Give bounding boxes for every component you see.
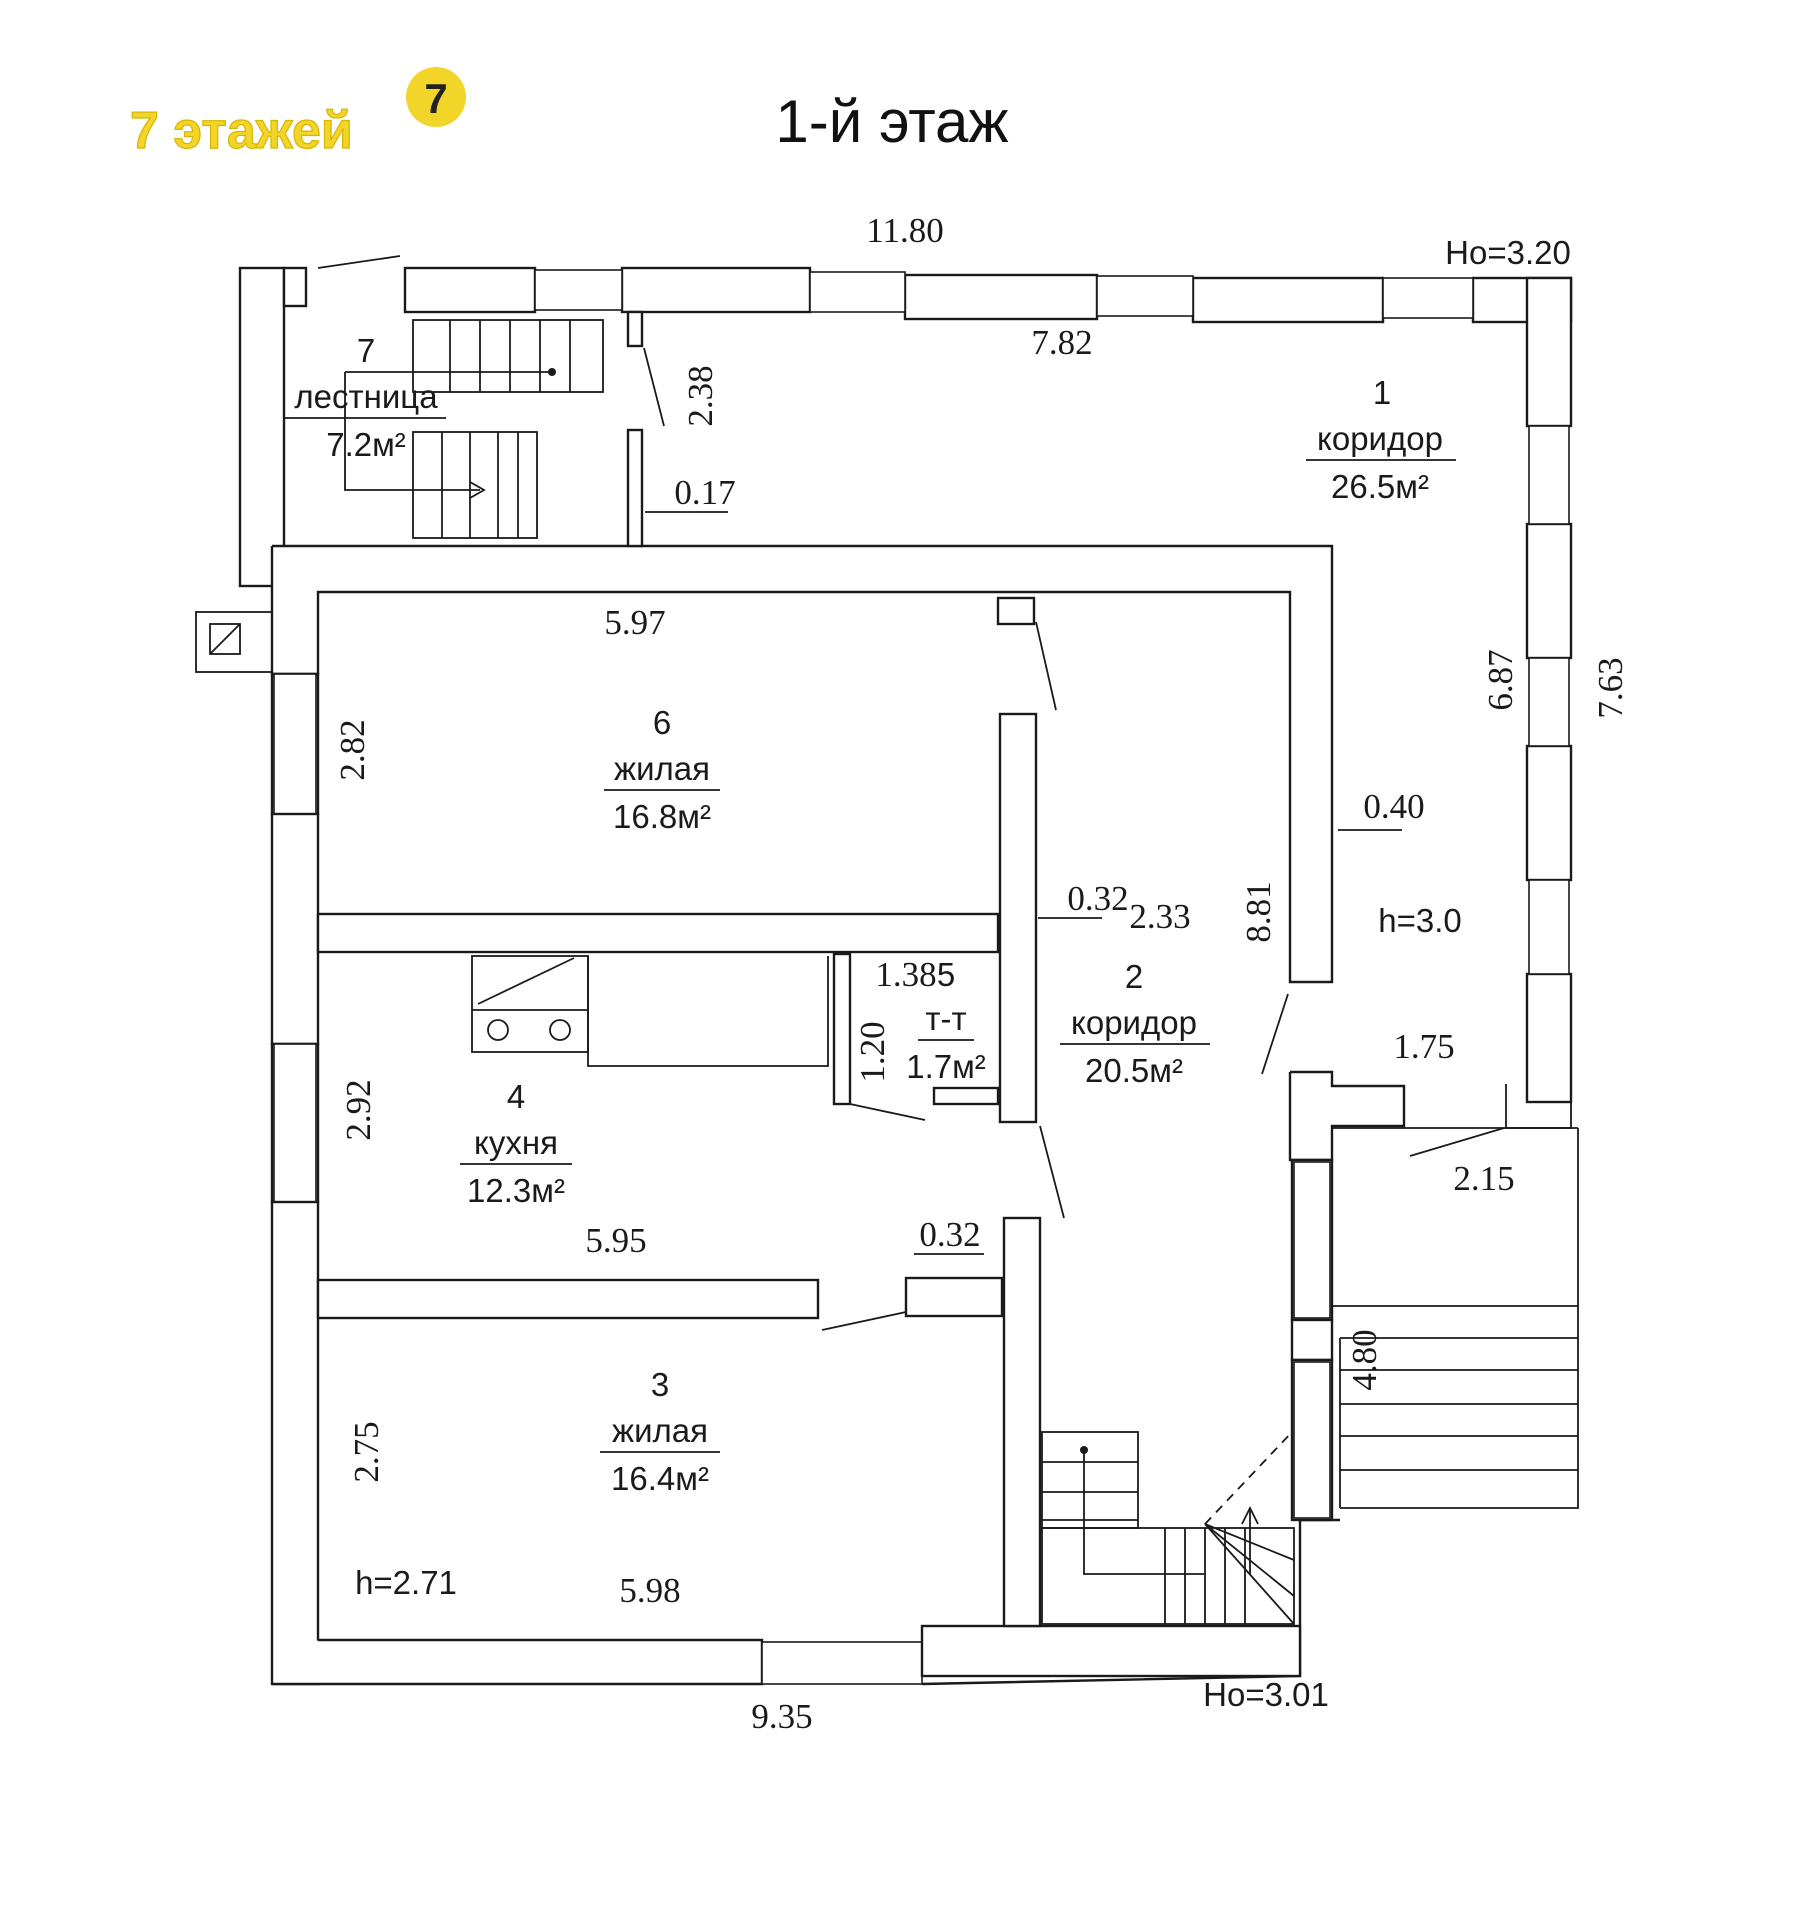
room-4-area: 12.3м² bbox=[467, 1172, 565, 1209]
room-1-area: 26.5м² bbox=[1331, 468, 1429, 505]
ho-top: Ho=3.20 bbox=[1445, 234, 1571, 271]
dim-stair-238: 2.38 bbox=[681, 365, 720, 426]
dim-stair-017: 0.17 bbox=[674, 473, 735, 512]
room-7-area: 7.2м² bbox=[326, 426, 406, 463]
fixtures bbox=[344, 319, 1579, 1625]
walls bbox=[195, 255, 1573, 1686]
dim-room3-bottom: 5.98 bbox=[619, 1571, 680, 1610]
height-marks: Ho=3.20 Ho=3.01 h=3.0 h=2.71 bbox=[355, 234, 1571, 1713]
room-5-name: т-т bbox=[925, 1000, 966, 1037]
logo: 7 этажей 7 bbox=[129, 67, 466, 161]
dim-corr2-side: 8.81 bbox=[1239, 881, 1278, 942]
room-2-num: 2 bbox=[1125, 958, 1143, 995]
logo-badge-text: 7 bbox=[424, 75, 447, 122]
dim-top-total: 11.80 bbox=[866, 211, 943, 250]
room-3-name: жилая bbox=[612, 1412, 708, 1449]
ho-bottom: Ho=3.01 bbox=[1203, 1676, 1329, 1713]
dim-kitchen-bottom: 5.95 bbox=[585, 1221, 646, 1260]
dim-porch-215: 2.15 bbox=[1453, 1159, 1514, 1198]
room-5-num: 5 bbox=[937, 956, 955, 993]
logo-badge-icon bbox=[406, 67, 466, 127]
room-2-name: коридор bbox=[1071, 1004, 1197, 1041]
room-5-area: 1.7м² bbox=[906, 1048, 986, 1085]
dim-kitchen-side: 2.92 bbox=[339, 1079, 378, 1140]
room-labels: 1 коридор 26.5м² 2 коридор 20.5м² 3 жила… bbox=[284, 332, 1456, 1497]
room-2-area: 20.5м² bbox=[1085, 1052, 1183, 1089]
dim-032-a: 0.32 bbox=[1067, 879, 1128, 918]
dim-porch-480: 4.80 bbox=[1345, 1329, 1384, 1390]
dim-040: 0.40 bbox=[1363, 787, 1424, 826]
dim-right-total: 7.63 bbox=[1591, 657, 1630, 718]
dim-room6-top: 5.97 bbox=[604, 603, 665, 642]
room-3-num: 3 bbox=[651, 1366, 669, 1403]
room-1-name: коридор bbox=[1317, 420, 1443, 457]
dimensions: 11.80 7.82 2.33 5.97 0.40 0.32 1.38 5.95… bbox=[333, 211, 1630, 1736]
room-4-name: кухня bbox=[474, 1124, 558, 1161]
dim-room6-side: 2.82 bbox=[333, 719, 372, 780]
room-6-name: жилая bbox=[614, 750, 710, 787]
h-room3: h=2.71 bbox=[355, 1564, 457, 1601]
room-6-num: 6 bbox=[653, 704, 671, 741]
page-title: 1-й этаж bbox=[775, 88, 1008, 155]
dim-corr1-height: 6.87 bbox=[1481, 649, 1520, 710]
dim-corr1-top: 7.82 bbox=[1031, 323, 1092, 362]
room-3-area: 16.4м² bbox=[611, 1460, 709, 1497]
room-1-num: 1 bbox=[1373, 374, 1391, 411]
dim-room5-side: 1.20 bbox=[853, 1021, 892, 1082]
h-corridor: h=3.0 bbox=[1378, 902, 1462, 939]
dim-bottom-total: 9.35 bbox=[751, 1697, 812, 1736]
dim-032-b: 0.32 bbox=[919, 1215, 980, 1254]
logo-text: 7 этажей bbox=[130, 102, 353, 160]
dim-room5-top: 1.38 bbox=[875, 955, 936, 994]
room-6-area: 16.8м² bbox=[613, 798, 711, 835]
dim-corr2-top: 2.33 bbox=[1129, 897, 1190, 936]
room-7-num: 7 bbox=[357, 332, 375, 369]
dim-porch-175: 1.75 bbox=[1393, 1027, 1454, 1066]
dim-room3-side: 2.75 bbox=[347, 1421, 386, 1482]
room-4-num: 4 bbox=[507, 1078, 525, 1115]
room-7-name: лестница bbox=[294, 378, 438, 415]
